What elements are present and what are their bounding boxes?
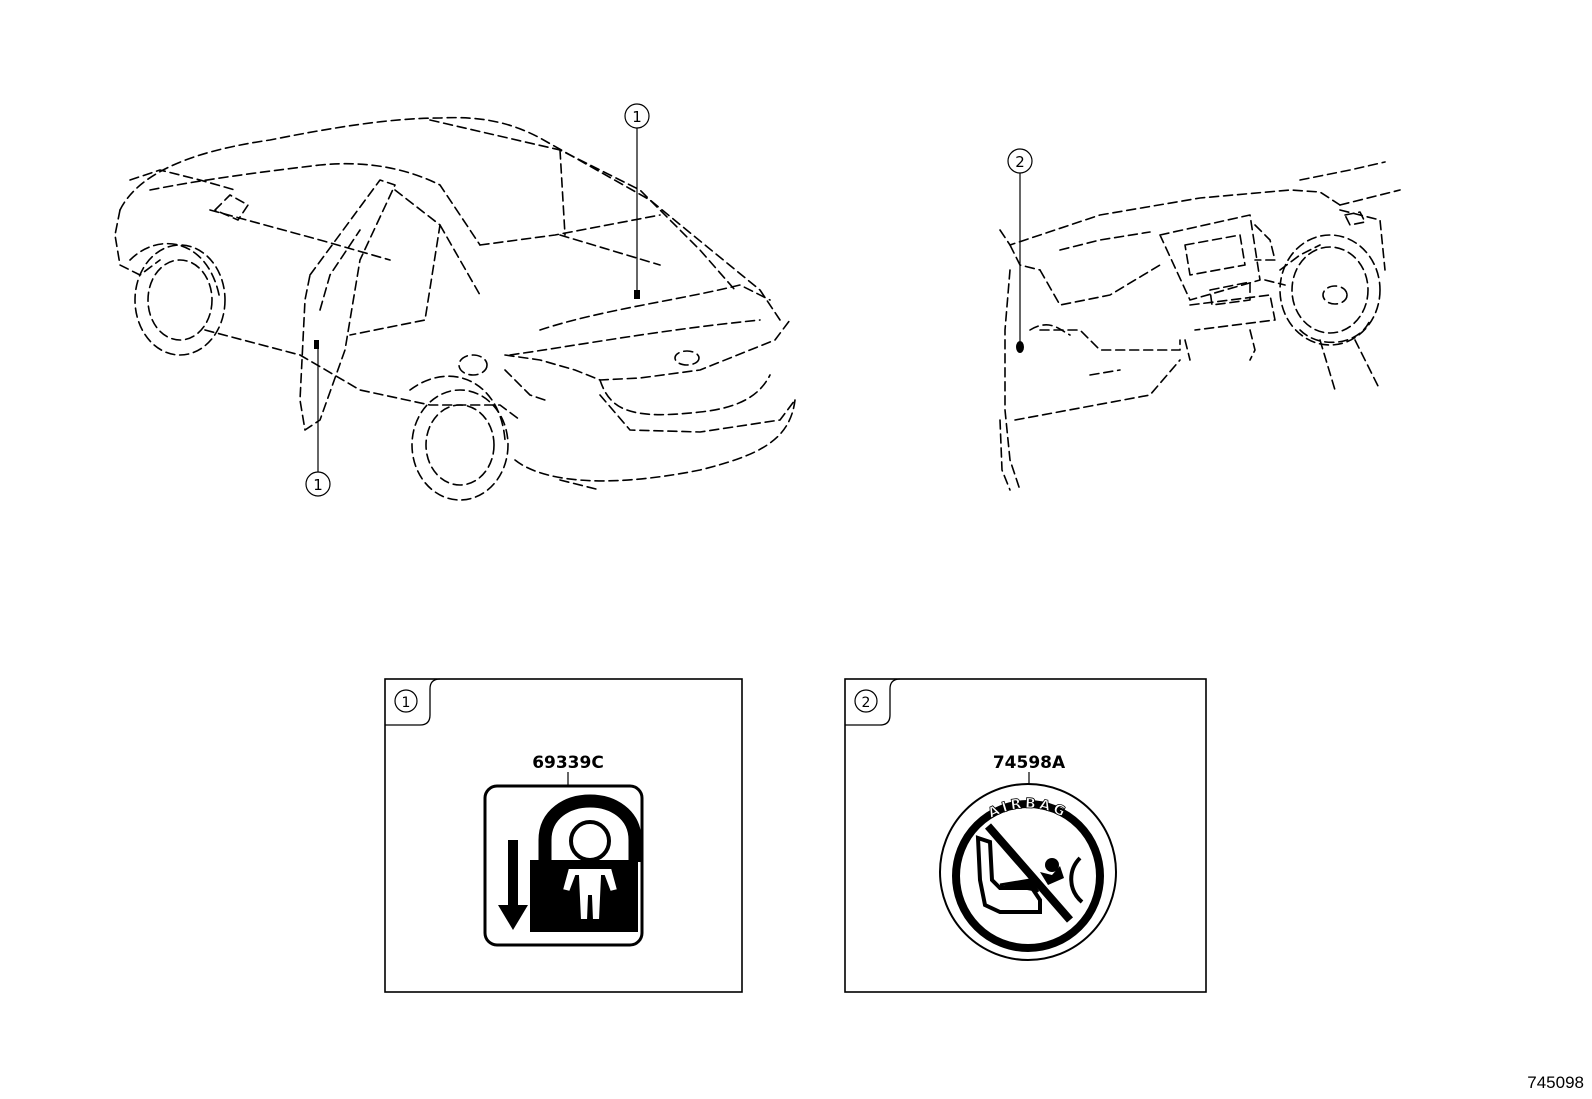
panel-2-part-number: 74598A (993, 753, 1066, 773)
figure-number: 745098 (1527, 1073, 1584, 1092)
svg-text:1: 1 (632, 108, 642, 126)
panel-2-callout: 2 (862, 695, 871, 711)
label-panel-1: 1 69339C (384, 678, 743, 993)
callout-door: 1 (305, 349, 331, 497)
panel-1-part-number: 69339C (532, 753, 604, 773)
door-label-marker (314, 340, 319, 349)
dash-label-marker (1016, 341, 1024, 353)
callout-rear: 1 (624, 103, 650, 290)
rear-label-marker (634, 290, 640, 299)
svg-text:2: 2 (1015, 153, 1025, 171)
label-panel-2: 2 74598A AIRBAG (844, 678, 1207, 993)
svg-text:1: 1 (313, 476, 323, 494)
callout-dash: 2 (1007, 148, 1033, 341)
child-lock-icon (483, 784, 644, 947)
dashboard-illustration (999, 161, 1401, 491)
car-illustration (114, 116, 796, 501)
panel-1-callout: 1 (402, 695, 411, 711)
airbag-warning-icon: AIRBAG (939, 783, 1117, 961)
